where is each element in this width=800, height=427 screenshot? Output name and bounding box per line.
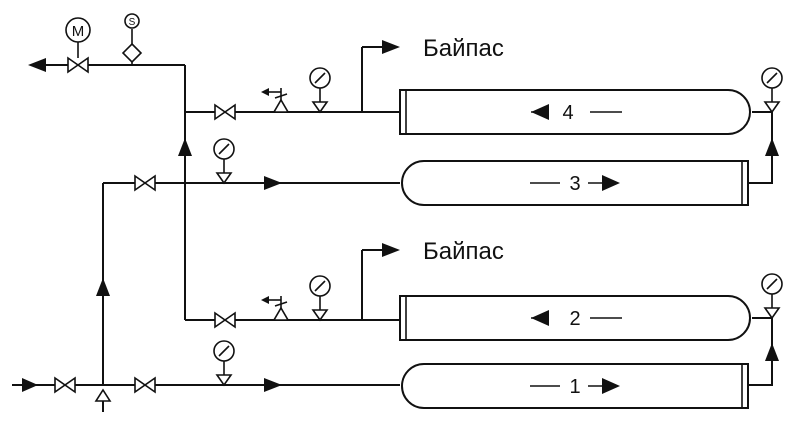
flow-arrow-icon: [765, 343, 779, 361]
flow-arrow-icon: [264, 176, 282, 190]
check-valve-icon: [94, 388, 112, 412]
pressure-gauge-icon: [761, 67, 783, 113]
solenoid-letter: S: [129, 17, 136, 28]
valve-icon: [67, 57, 89, 73]
solenoid-icon: S: [121, 13, 143, 65]
motor-actuator-icon: М: [65, 17, 91, 58]
vessel-4: 4: [399, 89, 751, 135]
bypass-label-lower: Байпас: [423, 238, 504, 265]
flow-arrow-icon: [382, 243, 400, 257]
vessel-4-number: 4: [562, 102, 573, 124]
vessel-3-number: 3: [569, 173, 580, 195]
vessel-3: 3: [401, 160, 749, 206]
bypass-label-upper: Байпас: [423, 35, 504, 62]
valve-icon: [214, 312, 236, 328]
pressure-gauge-icon: [213, 340, 235, 386]
pressure-gauge-icon: [213, 138, 235, 184]
flow-arrow-icon: [264, 378, 282, 392]
valve-icon: [214, 104, 236, 120]
safety-valve-icon: [260, 295, 289, 321]
vessel-1: 1: [401, 363, 749, 409]
flow-arrow-icon: [178, 138, 192, 156]
pressure-gauge-icon: [761, 273, 783, 319]
vessel-2: 2: [399, 295, 751, 341]
flow-arrow-icon: [96, 278, 110, 296]
safety-valve-icon: [260, 87, 289, 113]
valve-icon: [134, 377, 156, 393]
vessel-1-number: 1: [569, 376, 580, 398]
flow-arrow-icon: [28, 58, 46, 72]
pressure-gauge-icon: [309, 67, 331, 113]
pressure-gauge-icon: [309, 275, 331, 321]
valve-icon: [134, 175, 156, 191]
motor-letter: М: [72, 23, 85, 40]
flow-arrow-icon: [765, 138, 779, 156]
link-vessel-1-2: [748, 317, 773, 386]
flow-arrow-icon: [22, 378, 38, 392]
flow-arrow-icon: [382, 40, 400, 54]
vessel-2-number: 2: [569, 308, 580, 330]
valve-icon: [54, 377, 76, 393]
